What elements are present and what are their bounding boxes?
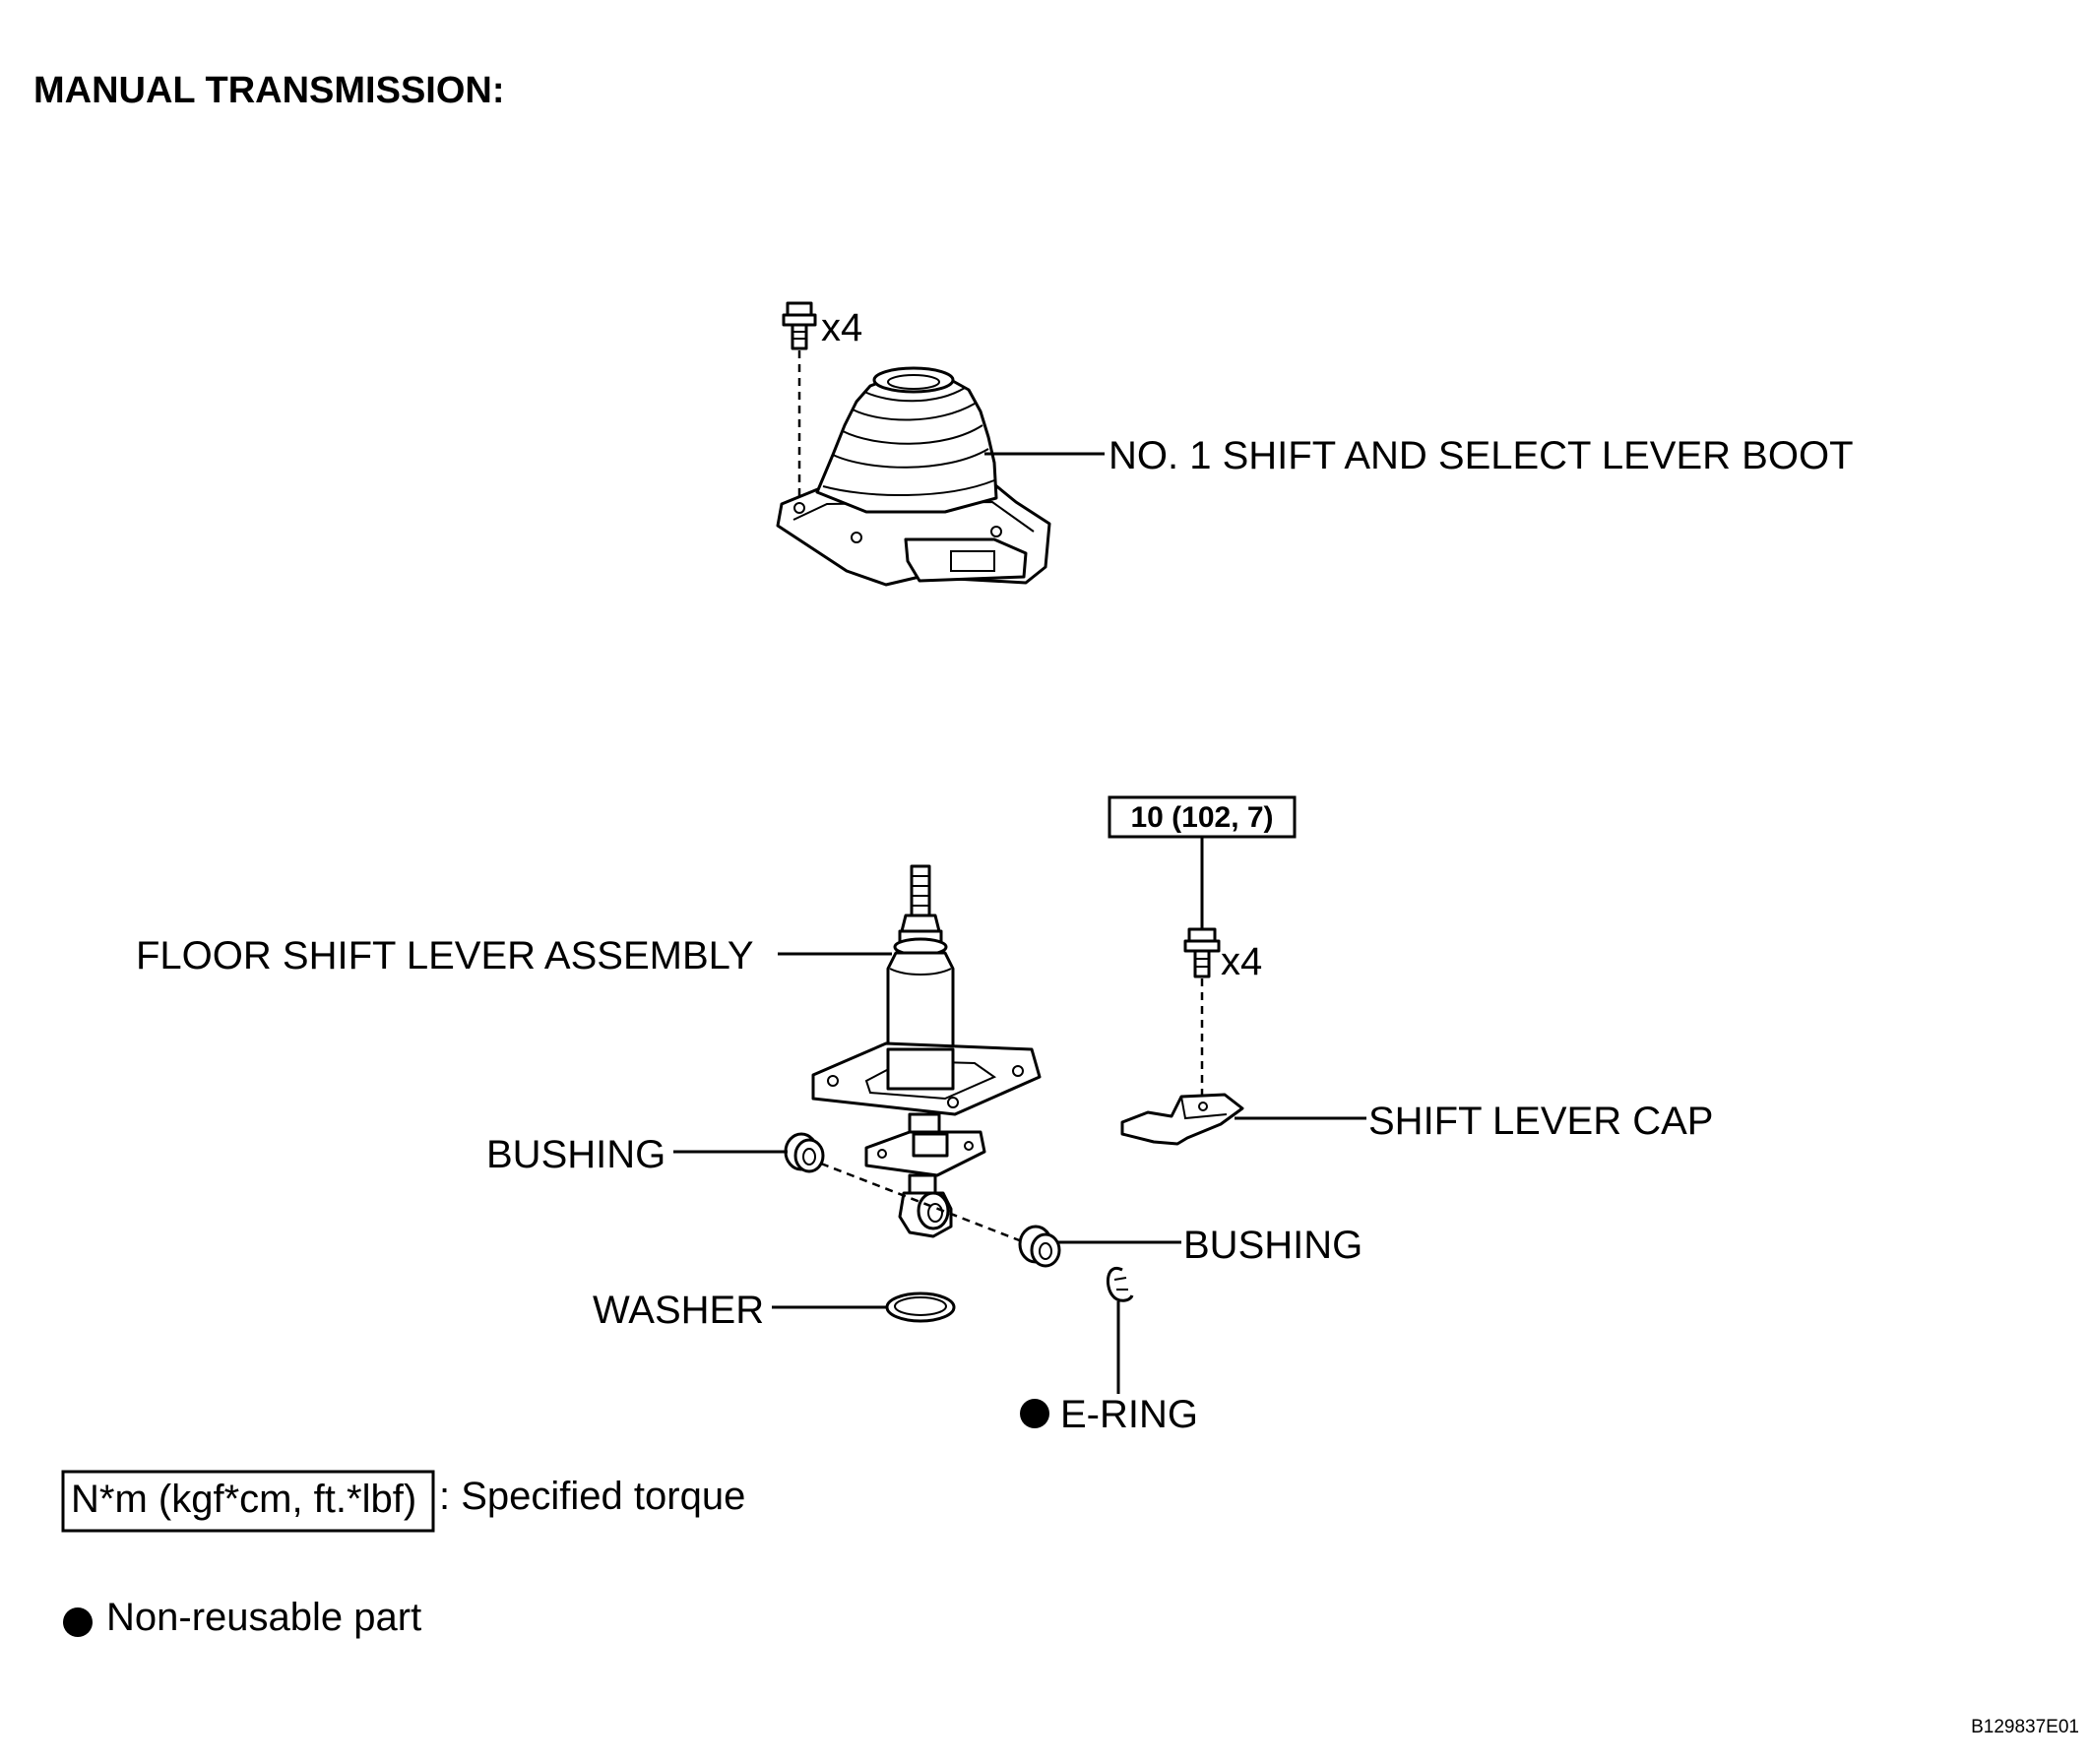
cap-label: SHIFT LEVER CAP [1368,1100,1713,1143]
cap-bolt-icon [1183,927,1221,978]
legend-torque-unit: N*m (kgf*cm, ft.*lbf) [71,1478,416,1521]
legend-non-reusable-icon [63,1607,93,1637]
bushing-right [1018,1225,1061,1268]
bushing-left [784,1132,825,1173]
e-ring-label: E-RING [1060,1393,1198,1436]
pivot-dashline [820,1162,1041,1250]
floor-shift-lever [811,864,1042,1238]
shift-lever-boot [776,366,1051,587]
legend-torque-desc: : Specified torque [439,1475,745,1518]
torque-value: 10 (102, 7) [1130,801,1273,834]
cap-bolt-qty: x4 [1221,940,1262,983]
washer-label: WASHER [593,1289,764,1332]
e-ring [1106,1266,1134,1302]
figure-code: B129837E01 [1971,1717,2079,1737]
boot-bolt-qty: x4 [821,306,862,349]
boot-label: NO. 1 SHIFT AND SELECT LEVER BOOT [1109,434,1854,477]
washer [885,1292,956,1323]
diagram-title: MANUAL TRANSMISSION: [33,70,505,111]
shift-lever-cap [1120,1093,1244,1146]
boot-bolt-icon [782,301,817,350]
non-reusable-icon [1020,1399,1049,1428]
legend-torque-box [61,1470,435,1533]
floor-shift-label: FLOOR SHIFT LEVER ASSEMBLY [136,934,754,977]
bushing-left-label: BUSHING [486,1133,665,1176]
legend-nonreusable-desc: Non-reusable part [106,1596,421,1639]
bushing-right-label: BUSHING [1183,1224,1362,1267]
